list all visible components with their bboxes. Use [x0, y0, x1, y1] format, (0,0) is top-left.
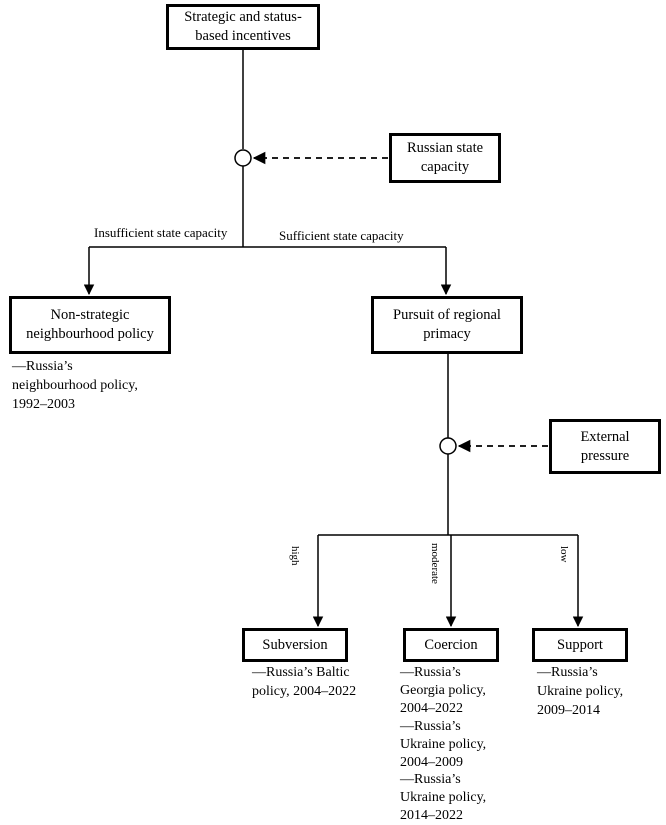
example-line: —Russia’s: [400, 665, 461, 680]
example-line: policy, 2004–2022: [252, 683, 357, 699]
low-pressure-label: low: [558, 546, 570, 563]
coercion-label: Coercion: [424, 636, 478, 653]
support-label: Support: [557, 636, 603, 653]
sufficient-capacity-label: Sufficient state capacity: [279, 228, 404, 243]
capacity-moderator-node: [234, 149, 252, 167]
example-line: 1992–2003: [12, 396, 75, 412]
connector-layer: [83, 48, 584, 628]
moderate-pressure-label: moderate: [429, 543, 441, 584]
incentives-label: Strategic and status-based incentives: [184, 9, 302, 44]
high-pressure-label: high: [289, 546, 301, 566]
diagram-canvas: Strategic and status-based incentives Ru…: [9, 4, 661, 823]
insufficient-capacity-label: Insufficient state capacity: [94, 225, 228, 240]
incentives-box: Strategic and status-based incentives: [166, 4, 320, 50]
example-line: Ukraine policy,: [400, 736, 487, 752]
example-line: —Russia’s: [12, 359, 73, 374]
example-line: 2014–2022: [400, 808, 463, 824]
example-line: —Russia’s: [400, 718, 461, 734]
coercion-examples: —Russia’s Georgia policy, 2004–2022 —Rus…: [400, 664, 486, 825]
non-strategic-examples: —Russia’s neighbourhood policy, 1992–200…: [12, 358, 138, 415]
example-line: 2004–2009: [400, 754, 463, 770]
example-line: 2009–2014: [537, 702, 600, 718]
example-line: —Russia’s: [537, 665, 598, 680]
non-strategic-box: Non-strategic neighbourhood policy: [9, 296, 171, 354]
coercion-box: Coercion: [403, 628, 499, 662]
example-line: —Russia’s Baltic: [252, 665, 350, 680]
pressure-moderator-node: [439, 437, 457, 455]
support-examples: —Russia’s Ukraine policy, 2009–2014: [537, 664, 623, 721]
example-line: Georgia policy,: [400, 682, 486, 698]
example-line: 2004–2022: [400, 700, 463, 716]
example-line: —Russia’s: [400, 772, 461, 788]
external-pressure-box: External pressure: [549, 419, 661, 474]
subversion-label: Subversion: [262, 636, 328, 653]
non-strategic-label: Non-strategic neighbourhood policy: [26, 307, 154, 342]
external-pressure-label: External pressure: [580, 428, 630, 464]
example-line: neighbourhood policy,: [12, 377, 138, 393]
subversion-box: Subversion: [242, 628, 348, 662]
state-capacity-label: Russian state capacity: [406, 140, 484, 175]
regional-primacy-label: Pursuit of regional primacy: [393, 307, 501, 342]
support-box: Support: [532, 628, 628, 662]
subversion-examples: —Russia’s Baltic policy, 2004–2022: [252, 664, 356, 702]
state-capacity-box: Russian state capacity: [389, 133, 501, 183]
example-line: Ukraine policy,: [537, 683, 624, 699]
example-line: Ukraine policy,: [400, 790, 487, 806]
regional-primacy-box: Pursuit of regional primacy: [371, 296, 523, 354]
